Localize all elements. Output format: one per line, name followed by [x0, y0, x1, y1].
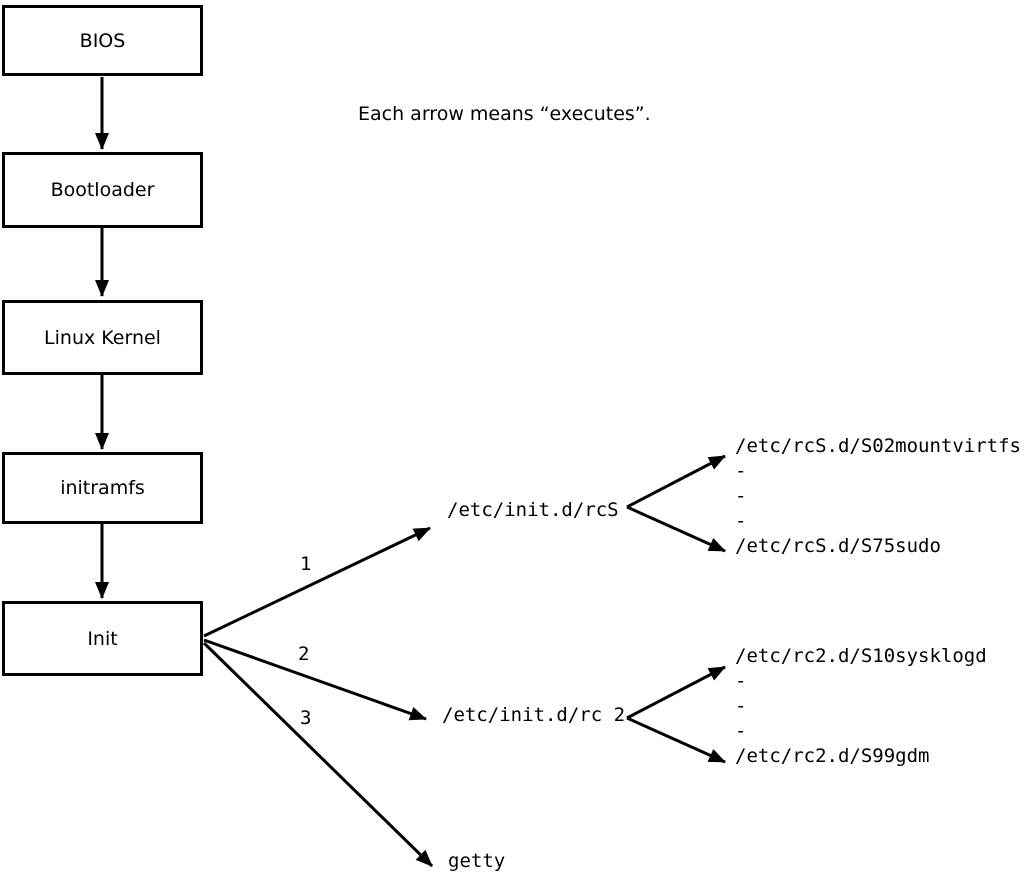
node-bootloader-label: Bootloader — [50, 179, 155, 201]
node-bios-label: BIOS — [79, 29, 126, 52]
rcs-script-ellipsis: - — [735, 485, 747, 507]
arrow-rcs-to-first-script — [626, 454, 726, 509]
rcs-script-list: /etc/rcS.d/S02mountvirtfs - - - /etc/rcS… — [735, 434, 1021, 559]
arrow-rcs-to-last-script — [626, 505, 726, 553]
rcs-script-item: /etc/rcS.d/S02mountvirtfs — [735, 435, 1021, 457]
rc2-script-ellipsis: - — [735, 670, 747, 692]
arrow-rc2-to-last-script — [626, 716, 726, 764]
node-linux-kernel: Linux Kernel — [2, 300, 203, 375]
node-linux-kernel-label: Linux Kernel — [44, 326, 161, 349]
command-rcs: /etc/init.d/rcS — [447, 499, 619, 521]
node-initramfs-label: initramfs — [60, 477, 145, 499]
branch-number-1: 1 — [300, 553, 312, 575]
node-initramfs: initramfs — [2, 452, 203, 524]
node-init: Init — [2, 601, 203, 676]
branch-number-2: 2 — [298, 643, 310, 665]
rc2-script-item: /etc/rc2.d/S10sysklogd — [735, 645, 987, 667]
command-getty: getty — [448, 850, 506, 872]
command-rc2: /etc/init.d/rc 2 — [442, 704, 626, 726]
node-bootloader: Bootloader — [2, 152, 203, 228]
rc2-script-ellipsis: - — [735, 720, 747, 742]
rcs-script-item: /etc/rcS.d/S75sudo — [735, 535, 941, 557]
node-init-label: Init — [87, 627, 118, 650]
rcs-script-ellipsis: - — [735, 460, 747, 482]
rc2-script-list: /etc/rc2.d/S10sysklogd - - - /etc/rc2.d/… — [735, 644, 987, 769]
arrow-init-to-rcs — [203, 526, 431, 638]
rcs-script-ellipsis: - — [735, 510, 747, 532]
diagram-caption: Each arrow means “executes”. — [358, 103, 651, 125]
rc2-script-item: /etc/rc2.d/S99gdm — [735, 745, 930, 767]
node-bios: BIOS — [2, 5, 203, 76]
arrow-init-to-rc2 — [203, 638, 427, 721]
rc2-script-ellipsis: - — [735, 695, 747, 717]
branch-number-3: 3 — [300, 707, 312, 729]
arrow-rc2-to-first-script — [626, 665, 726, 720]
arrow-init-to-getty — [202, 641, 434, 868]
